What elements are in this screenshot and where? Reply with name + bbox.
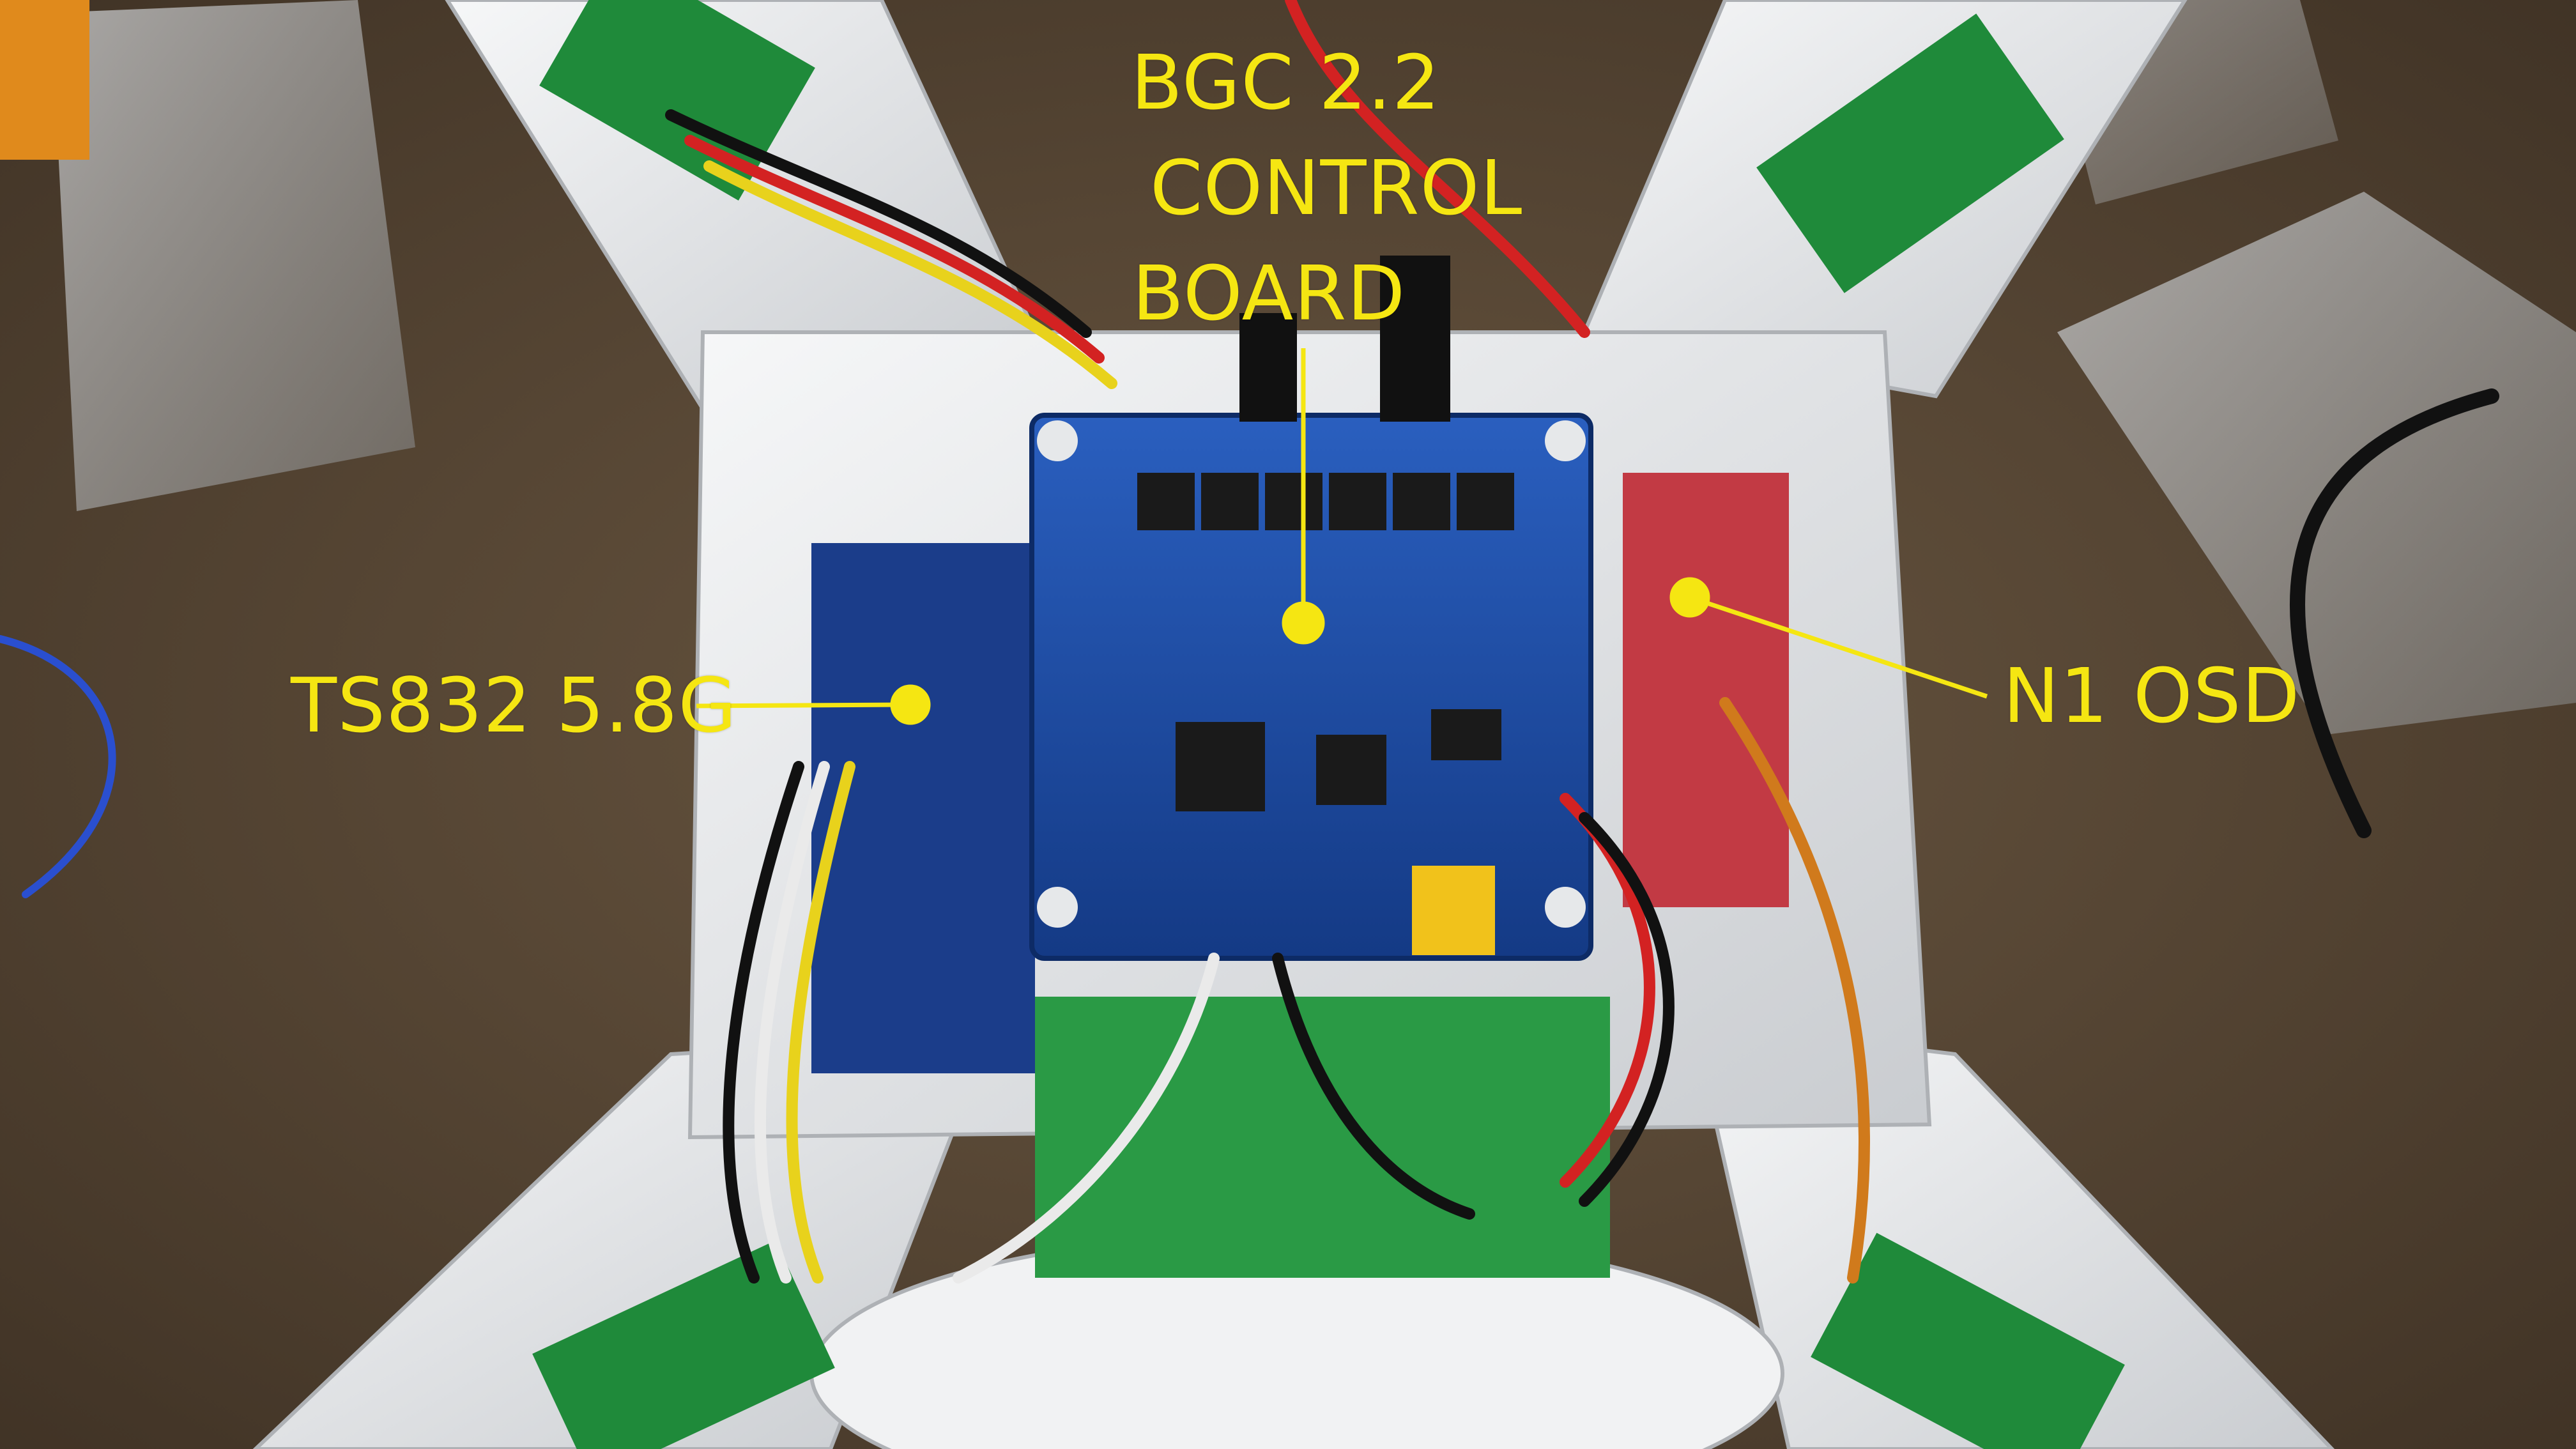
pointer-n1 [1689, 595, 1988, 699]
label-n1-osd: N1 OSD [2003, 652, 2301, 740]
pointer-dot-bgc [1282, 601, 1325, 645]
label-bgc-line2: CONTROL [1150, 144, 1523, 232]
servo-header-right [1380, 256, 1450, 422]
plastic-bag-right [2057, 192, 2576, 735]
osd-board [1623, 473, 1789, 907]
pointer-ts [696, 702, 911, 709]
orange-tool [0, 0, 89, 160]
arm-pcb-bottom-left [532, 1240, 835, 1449]
arm-pcb-top-right [1756, 13, 2064, 293]
servo-header-left [1239, 313, 1297, 422]
ts832-board [811, 543, 1035, 1073]
plastic-bag-left [51, 0, 415, 511]
board-chips [1137, 473, 1514, 811]
pointer-dot-ts [890, 684, 931, 725]
board-mount-holes [1037, 420, 1586, 928]
label-ts832: TS832 5.8G [291, 661, 737, 749]
label-bgc-line3: BOARD [1132, 249, 1406, 337]
usb-connector [1412, 866, 1495, 955]
annotation-pointers [696, 348, 1988, 725]
pointer-dot-n1 [1669, 577, 1710, 618]
arm-pcb-bottom-right [1811, 1232, 2125, 1449]
arm-pcb-top-left [539, 0, 815, 201]
bgc-control-board [1029, 413, 1593, 961]
label-bgc-line1: BGC 2.2 [1131, 38, 1441, 126]
wires [0, 0, 2499, 1284]
